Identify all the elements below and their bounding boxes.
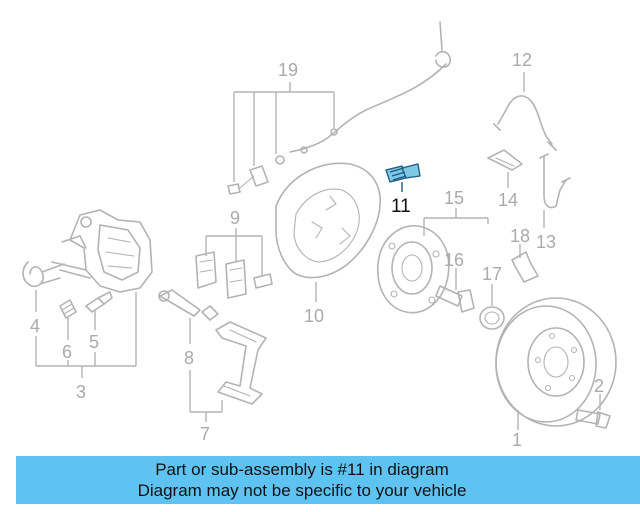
hose-bracket [487,149,523,171]
splash-shield [275,162,381,279]
callout-16: 16 [444,250,464,270]
spring-clip [22,261,65,288]
leader-lines-19 [233,82,335,182]
hub-cap [479,306,505,330]
callout-15: 15 [444,188,464,208]
guide-pin [158,289,219,321]
callout-8: 8 [184,348,194,368]
callout-5: 5 [89,332,99,352]
abs-sensor-harness [227,21,451,195]
hub-bolt [435,285,475,313]
callout-11: 11 [391,196,411,217]
callout-1: 1 [512,430,522,450]
callout-2: 2 [594,376,604,396]
brake-caliper [51,209,153,293]
callout-13: 13 [536,232,556,252]
leader-lines-9 [205,228,263,276]
callout-19: 19 [278,60,298,80]
callout-9: 9 [230,208,240,228]
hose-clip [511,251,539,283]
callout-6: 6 [62,342,72,362]
info-banner: Part or sub-assembly is #11 in diagram D… [16,456,640,504]
wheel-bolt [575,409,611,429]
banner-line-2: Diagram may not be specific to your vehi… [137,481,467,500]
banner-line-1: Part or sub-assembly is #11 in diagram [155,460,449,479]
callout-10: 10 [304,306,324,326]
callout-7: 7 [200,424,210,444]
brake-line [539,153,571,209]
dust-cap [59,299,77,319]
wheel-hub [377,225,450,314]
callout-3: 3 [76,382,86,402]
caliper-bracket [215,321,267,405]
bleeder-bolt [85,291,113,313]
brake-pads [195,251,273,299]
bolt-11-highlighted [385,163,421,183]
brake-hose [493,95,557,151]
callout-4: 4 [30,316,40,336]
callout-17: 17 [482,264,502,284]
callout-14: 14 [498,190,518,210]
leader-lines-15-16-17 [423,208,493,306]
leader-lines-center-left [189,318,223,422]
leader-lines-left [35,290,137,378]
callout-18: 18 [510,226,530,246]
callout-12: 12 [512,50,532,70]
brake-disc [495,297,617,427]
